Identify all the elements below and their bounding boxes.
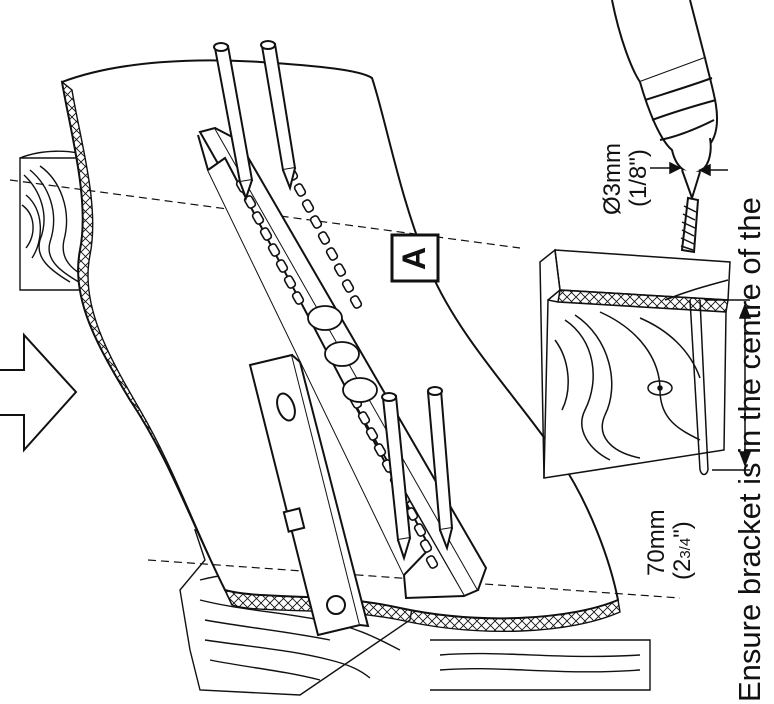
depth-label: 70mm (23/4") — [643, 509, 699, 580]
depth-imperial: (23/4") — [669, 521, 696, 580]
rail-holes — [307, 305, 378, 403]
wood-section — [539, 248, 731, 479]
nail-icon-lower — [381, 386, 454, 562]
marker-box — [390, 233, 440, 283]
drill-icon — [611, 0, 719, 254]
depth-dimension — [705, 299, 752, 471]
right-arrow-icon — [0, 332, 78, 453]
drill-size-imperial: (1/8") — [625, 149, 652, 207]
depth-metric: 70mm — [643, 509, 670, 576]
caption: Ensure bracket is in the centre of the — [732, 197, 767, 702]
drill-size-dimension — [650, 161, 728, 177]
bracket-rail — [197, 126, 488, 600]
marker-label: A — [396, 246, 433, 270]
spirit-level-icon — [248, 353, 370, 637]
drill-size-metric: Ø3mm — [599, 143, 626, 215]
drill-size-label: Ø3mm (1/8") — [599, 143, 652, 215]
nail-icon — [213, 40, 297, 201]
